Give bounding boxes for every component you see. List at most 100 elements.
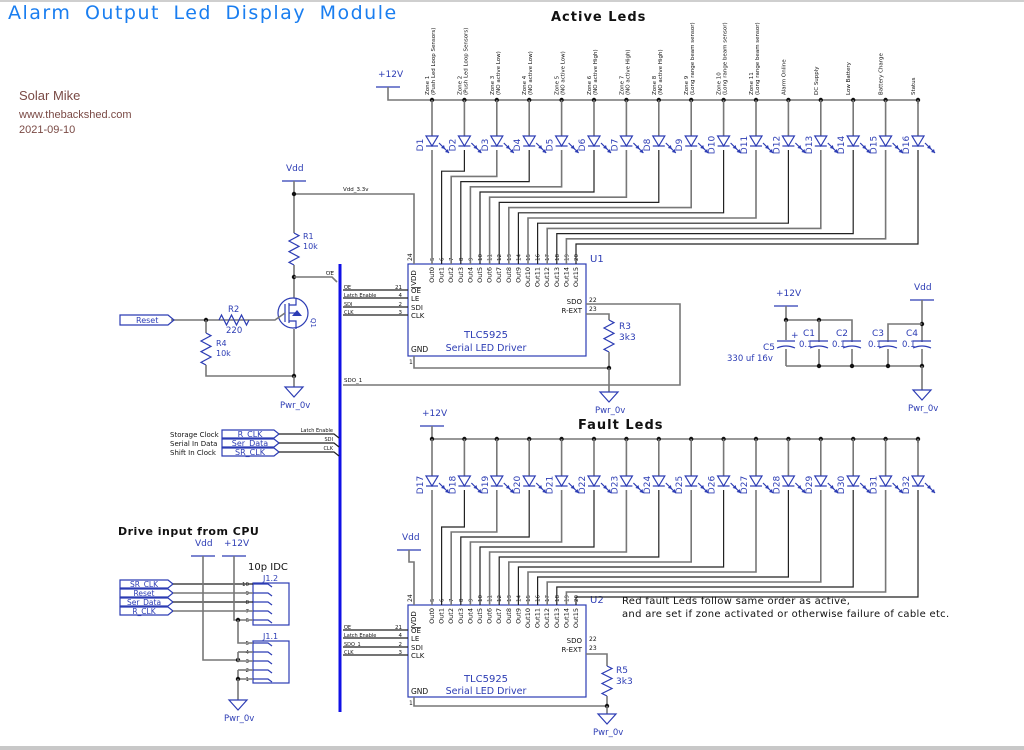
j12-pin-num: 8 — [246, 600, 250, 606]
active-led-6: D6 — [578, 135, 612, 154]
active-zone-label-5: Zone 5(NO active Low) — [555, 51, 567, 95]
ground-connector: Pwr_0v — [224, 699, 254, 724]
led-ref: D27 — [740, 476, 750, 494]
active-led-2: D2 — [448, 135, 482, 154]
ic-u2-vdd-pin: 24 — [407, 594, 414, 602]
u1-rext-wire — [586, 313, 610, 320]
ground-label: Pwr_0v — [595, 406, 625, 416]
led-ref: D2 — [448, 139, 458, 152]
led-icon — [586, 475, 602, 488]
ic-u1-out-name: Out14 — [562, 267, 570, 287]
fault-led-15: D31 — [870, 475, 904, 494]
led-icon — [878, 135, 893, 148]
u1-out-route — [527, 150, 757, 264]
ic-u1-out-name: Out7 — [495, 267, 503, 283]
ic-u1-gnd-label: GND — [411, 345, 428, 354]
led-icon — [716, 135, 731, 148]
ic-u2-out-name: Out12 — [543, 608, 551, 628]
zone-desc: (Long range beam sensor) — [723, 22, 729, 95]
active-led-8: D8 — [643, 135, 677, 154]
active-led-12: D12 — [772, 135, 806, 154]
led-ref: D20 — [513, 476, 523, 495]
u2-out-route — [507, 490, 693, 605]
u1-sdo-name: SDO — [567, 298, 583, 306]
zone-name: Zone 1 — [425, 76, 431, 95]
ic-u2-out-name: Out1 — [438, 608, 446, 624]
j11-pin3-wire — [237, 652, 253, 662]
zone-desc: (Long range beam sensor) — [755, 22, 761, 95]
active-led-4: D4 — [513, 135, 547, 154]
schematic-date: 2021-09-10 — [19, 124, 76, 136]
u1-left-pin-name: LE — [411, 295, 419, 303]
led-ref: D12 — [772, 136, 782, 154]
led-icon — [651, 135, 666, 148]
j11-pin-contact — [253, 651, 273, 656]
active-led-11: D11 — [740, 135, 774, 154]
cap-supply-12v: +12V — [774, 289, 802, 307]
connector-port-shape — [119, 579, 174, 589]
j11-pin-num: 1 — [246, 677, 250, 683]
led-icon — [457, 475, 472, 488]
led-arrowhead — [704, 489, 709, 493]
resistor-r5 — [600, 665, 614, 697]
j12-ref: J1.2 — [262, 574, 278, 583]
fault-led-10: D26 — [708, 475, 742, 494]
led-ref: D3 — [481, 139, 491, 152]
u1-sdo-pin: 22 — [589, 297, 597, 304]
zone-name: Zone 3 — [490, 75, 496, 95]
led-arrowhead — [477, 489, 482, 493]
u1-left-pin-name: OE — [411, 287, 421, 295]
input-port-shape — [221, 438, 280, 448]
c3-top — [887, 323, 922, 342]
led-arrowhead — [542, 489, 547, 493]
ic-u2-desc: Serial LED Driver — [446, 686, 527, 697]
ic-u1-out-name: Out0 — [428, 267, 436, 283]
zone-desc: (Push Led Loop Sensors) — [463, 28, 469, 95]
led-ref: D18 — [448, 476, 458, 495]
c5-ref: C5 — [763, 343, 775, 353]
reset-port-label: Reset — [136, 316, 158, 325]
connector-port-label: R_CLK — [132, 607, 156, 616]
ic-u2-out-pin: 6 — [440, 598, 446, 602]
zone-desc: (Push Led Loop Sensors) — [431, 28, 437, 95]
u2-sdo-name: SDO — [567, 637, 583, 645]
fault-led-12: D28 — [772, 475, 806, 494]
led-ref: D5 — [546, 139, 556, 152]
r1-ref: R1 — [303, 232, 314, 241]
ic-u2-out-pin: 10 — [478, 595, 484, 602]
ic-u1-out-name: Out4 — [466, 267, 474, 283]
ic-u1-out-name: Out15 — [572, 267, 580, 287]
ic-u2-out-name: Out10 — [524, 608, 532, 628]
u1-rext-name: R-EXT — [562, 307, 583, 315]
u2-left-pin-net: Latch Enable — [344, 633, 376, 639]
u1-out-route — [498, 150, 660, 264]
active-zone-label-15: Battery Charge — [879, 53, 885, 95]
ic-u1-body — [407, 263, 587, 357]
active-led-10: D10 — [708, 135, 742, 154]
ic-u1-out-pin: 6 — [440, 257, 446, 261]
supply-label: Vdd — [402, 533, 420, 543]
ic-u2-out-pin: 16 — [536, 595, 542, 602]
u2-out-route — [450, 490, 498, 605]
led-ref: D16 — [902, 136, 912, 155]
zone-desc: (NO active Low) — [528, 51, 534, 95]
active-zone-label-13: DC Supply — [814, 66, 820, 95]
led-arrowhead — [704, 149, 709, 153]
active-zone-label-9: Zone 9(Long range beam sensor) — [684, 22, 696, 95]
ic-u2-out-pin: 9 — [468, 598, 474, 602]
u1-rext-pin: 23 — [589, 306, 597, 313]
led-arrowhead — [769, 149, 773, 153]
active-zone-label-6: Zone 6(NO active High) — [587, 49, 599, 95]
u2-out-route — [488, 490, 628, 605]
led-arrowhead — [736, 489, 741, 493]
q1-drain — [289, 298, 297, 306]
led-arrowhead — [607, 149, 611, 153]
ic-u1-out-pin: 18 — [555, 254, 561, 261]
input-net-label: Latch Enable — [301, 428, 333, 434]
u2-out-route — [575, 490, 919, 605]
j11-pin-num: 2 — [246, 668, 250, 674]
led-icon — [910, 475, 926, 488]
u2-rext-name: R-EXT — [562, 646, 583, 654]
led-ref: D19 — [481, 476, 491, 495]
resistor-r3 — [602, 319, 616, 353]
